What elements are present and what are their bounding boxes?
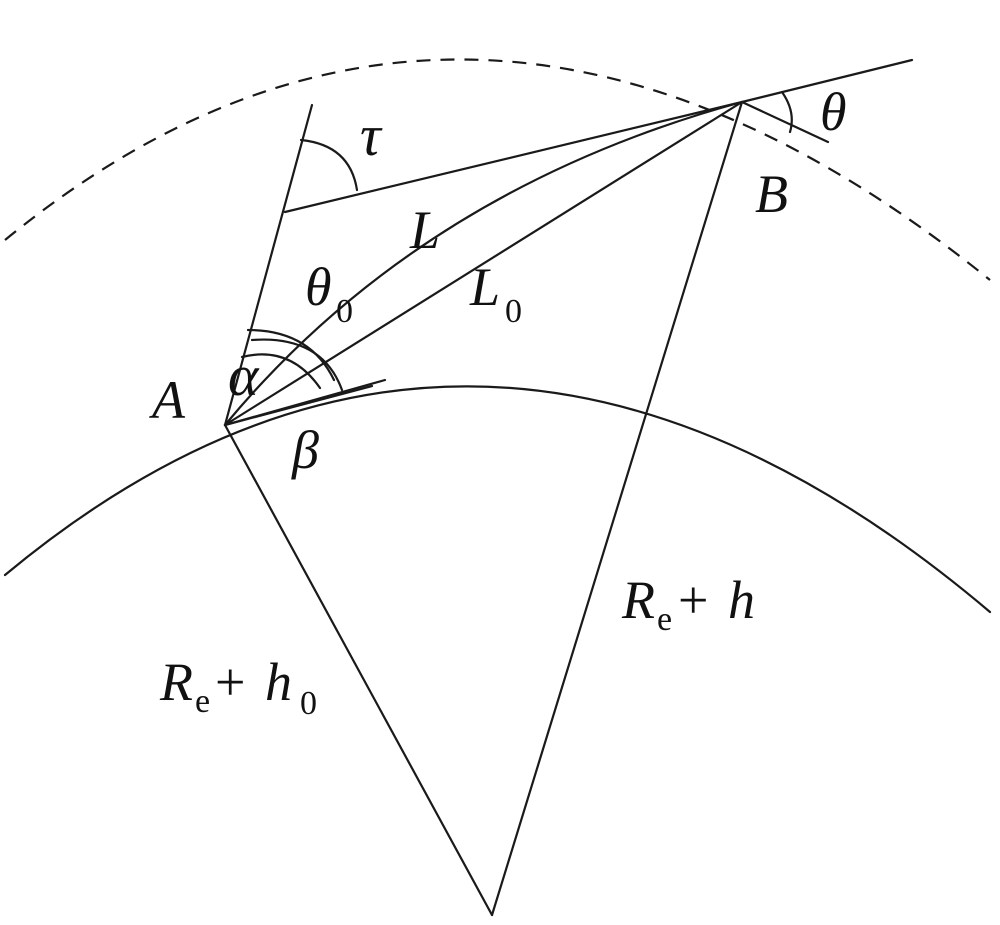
theta0-angle-arc: [246, 328, 336, 382]
label-re-plus-h-r: R: [621, 570, 655, 630]
label-theta0: θ 0: [305, 257, 353, 330]
label-re-plus-h0-hsub: 0: [300, 685, 317, 722]
alpha-angle-arc-1: [240, 353, 322, 390]
label-theta: θ: [820, 82, 847, 142]
inner-earth-arc: [3, 385, 992, 614]
label-l: L: [409, 200, 440, 260]
theta-angle-arc: [780, 90, 793, 134]
label-l0-symbol: L: [469, 257, 500, 317]
label-l0-subscript: 0: [505, 293, 522, 330]
label-re-plus-h0: R e + h 0: [159, 652, 317, 722]
label-re-plus-h0-sub: e: [195, 683, 210, 720]
label-theta0-symbol: θ: [305, 257, 332, 317]
label-re-plus-h: R e + h: [621, 570, 755, 638]
tangent-line-b: [740, 58, 914, 104]
ray-direction-b: [740, 100, 830, 144]
label-l0: L 0: [469, 257, 522, 330]
label-re-plus-h-sub: e: [657, 601, 672, 638]
label-re-plus-h0-r: R: [159, 652, 193, 712]
label-re-plus-h-h: h: [728, 570, 755, 630]
label-re-plus-h0-op: +: [215, 652, 245, 712]
line-l0: [223, 100, 744, 427]
label-tau: τ: [360, 103, 383, 168]
label-alpha: α: [228, 343, 260, 408]
radius-line-a: [223, 423, 494, 917]
label-beta: β: [291, 420, 319, 480]
label-b: B: [755, 164, 788, 224]
curved-ray-l: [223, 100, 744, 427]
alpha-angle-arc-2: [250, 338, 344, 392]
ray-segment-a-2: [223, 384, 374, 427]
label-theta0-subscript: 0: [336, 293, 353, 330]
radius-line-b: [490, 100, 744, 917]
label-re-plus-h0-h: h: [265, 652, 292, 712]
vertical-line-a: [223, 103, 314, 427]
tau-ray-line: [283, 100, 744, 214]
label-re-plus-h-op: +: [678, 570, 708, 630]
tau-angle-arc: [299, 138, 359, 192]
outer-dashed-arc: [4, 58, 991, 281]
label-a: A: [149, 370, 186, 430]
